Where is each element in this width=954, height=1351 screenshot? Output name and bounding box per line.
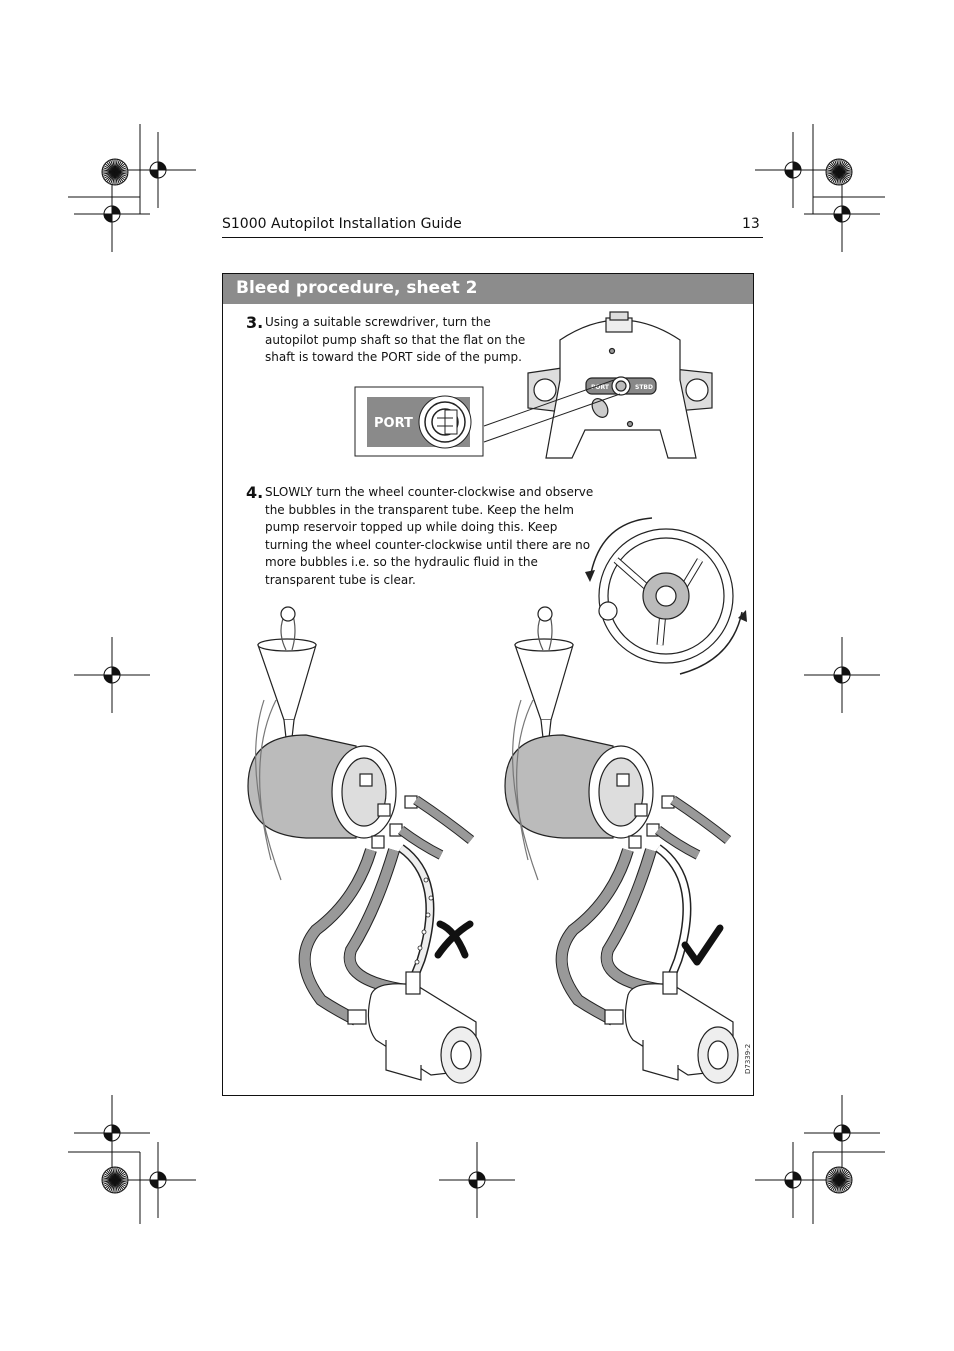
step-4-line: turning the wheel counter-clockwise unti… xyxy=(265,537,591,552)
running-header-title: S1000 Autopilot Installation Guide xyxy=(222,216,462,232)
section-title: Bleed procedure, sheet 2 xyxy=(236,278,478,298)
step-4-line: more bubbles i.e. so the hydraulic fluid… xyxy=(265,555,538,569)
step-4-line: transparent tube is clear. xyxy=(265,572,416,587)
pump-port-label: PORT xyxy=(591,384,610,391)
procedure-frame xyxy=(222,273,754,1096)
section-banner xyxy=(223,274,753,304)
header-rule xyxy=(222,237,763,238)
page-number: 13 xyxy=(742,216,760,232)
step-4-text: SLOWLY turn the wheel counter-clockwise … xyxy=(265,484,593,589)
step-3-line: shaft is toward the PORT side of the pum… xyxy=(265,350,522,364)
step-4-line: pump reservoir topped up while doing thi… xyxy=(265,520,558,534)
step-4-line: SLOWLY turn the wheel counter-clockwise … xyxy=(265,485,594,499)
step-4-number: 4. xyxy=(246,483,264,502)
pump-stbd-label: STBD xyxy=(635,384,653,391)
port-zoom-label: PORT xyxy=(374,416,413,431)
step-3-line: Using a suitable screwdriver, turn the xyxy=(265,315,491,329)
step-3-line: autopilot pump shaft so that the flat on… xyxy=(265,332,526,347)
step-3-number: 3. xyxy=(246,313,264,332)
drawing-code: D7339-2 xyxy=(744,1043,752,1074)
step-3-text: Using a suitable screwdriver, turn the a… xyxy=(265,314,525,367)
step-4-line: the bubbles in the transparent tube. Kee… xyxy=(265,502,574,517)
